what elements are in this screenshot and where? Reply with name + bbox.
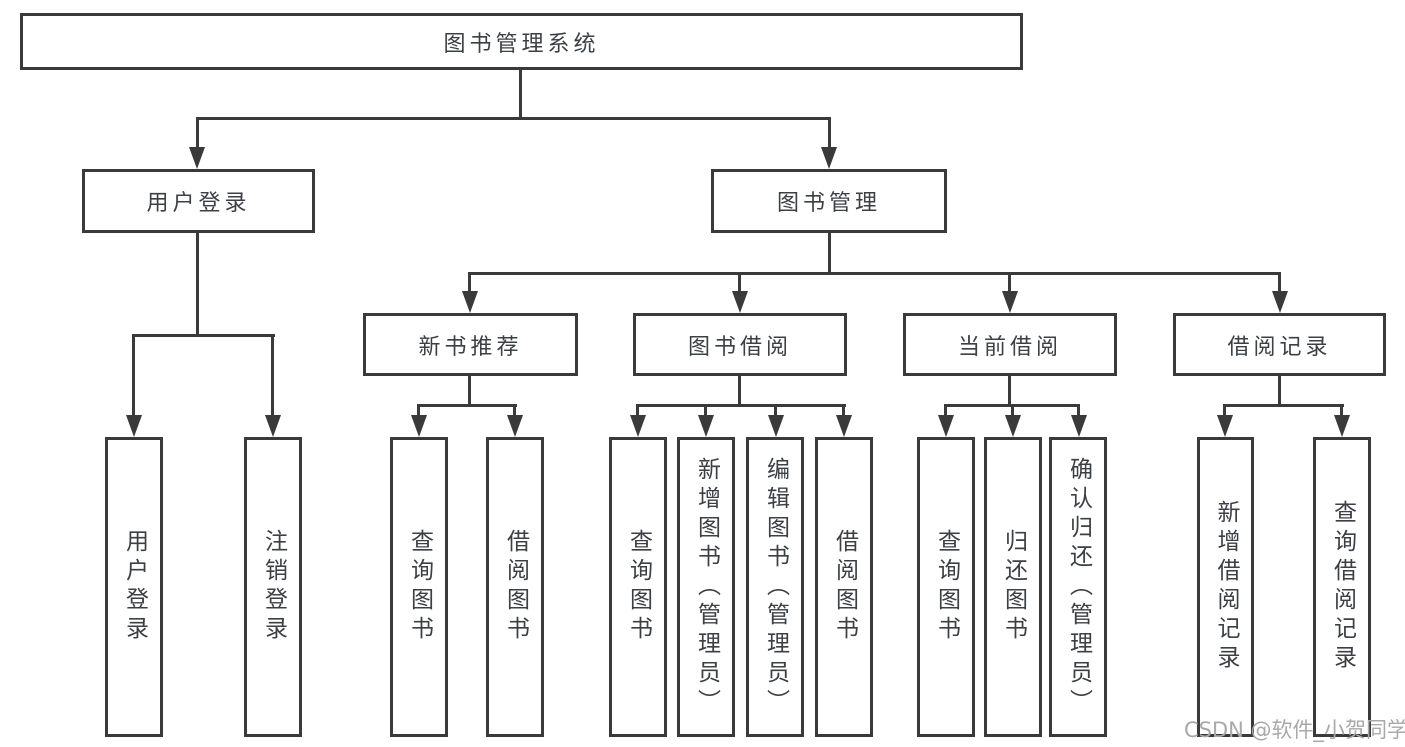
csdn-watermark: CSDN @软件_小贺同学 xyxy=(1184,718,1405,742)
leaf-search-borrow-record-label: 查询借阅记录 xyxy=(1329,500,1356,674)
connector-root-crossbar xyxy=(196,117,831,120)
connector-user-login-crossbar xyxy=(132,334,275,337)
connector-book-management-crossbar xyxy=(468,272,1281,275)
connector-borrow-records-drop xyxy=(1278,272,1281,293)
connector-user-login-drop xyxy=(196,117,199,148)
connector-leaf-login-drop xyxy=(132,334,135,416)
leaf-borrow-books-borrowing: 借阅图书 xyxy=(815,437,873,737)
node-library-management-system: 图书管理系统 xyxy=(20,13,1023,70)
connector-borrow-records-crossbar xyxy=(1223,404,1344,407)
connector-book-management-stem xyxy=(828,233,831,275)
connector-new-book-drop xyxy=(468,272,471,293)
leaf-search-borrow-record: 查询借阅记录 xyxy=(1313,437,1371,737)
node-book-borrowing: 图书借阅 xyxy=(633,313,847,376)
leaf-add-borrow-record-label: 新增借阅记录 xyxy=(1213,500,1239,674)
leaf-confirm-return-label: 确认归还（管理员） xyxy=(1065,456,1092,718)
connector-new-book-crossbar xyxy=(417,404,517,407)
connector-borrow-records-stem xyxy=(1278,376,1281,407)
leaf-search-books-label: 查询图书 xyxy=(406,529,433,645)
arrowhead-icon xyxy=(1005,415,1021,437)
connector-user-login-stem xyxy=(196,233,199,337)
connector-leaf-drop xyxy=(842,404,845,416)
node-current-borrowing: 当前借阅 xyxy=(903,313,1117,376)
leaf-add-borrow-record: 新增借阅记录 xyxy=(1197,437,1254,737)
arrowhead-leaf-logout-icon xyxy=(265,415,281,437)
connector-leaf-logout-drop xyxy=(271,334,274,416)
connector-leaf-drop xyxy=(774,404,777,416)
leaf-edit-books-label: 编辑图书（管理员） xyxy=(762,456,789,718)
arrowhead-leaf-login-icon xyxy=(126,415,142,437)
leaf-user-login-label: 用户登录 xyxy=(121,529,148,645)
connector-leaf-drop xyxy=(513,404,516,416)
connector-book-borrow-crossbar xyxy=(636,404,846,407)
arrowhead-icon xyxy=(768,415,784,437)
leaf-search-books-label: 查询图书 xyxy=(625,529,652,645)
leaf-search-books-label: 查询图书 xyxy=(933,529,960,645)
leaf-search-books-borrowing: 查询图书 xyxy=(609,437,667,737)
arrowhead-icon xyxy=(938,415,954,437)
connector-leaf-drop xyxy=(1223,404,1226,416)
connector-leaf-drop xyxy=(1011,404,1014,416)
arrowhead-icon xyxy=(411,415,427,437)
connector-current-borrow-stem xyxy=(1008,376,1011,407)
node-user-login: 用户登录 xyxy=(82,169,315,233)
connector-leaf-drop xyxy=(944,404,947,416)
arrowhead-icon xyxy=(836,415,852,437)
leaf-add-books-admin: 新增图书（管理员） xyxy=(677,437,735,737)
arrowhead-book-management-icon xyxy=(821,147,837,169)
connector-leaf-drop xyxy=(417,404,420,416)
node-new-book-recommendation: 新书推荐 xyxy=(363,313,578,376)
leaf-borrow-books-recommend: 借阅图书 xyxy=(486,437,544,737)
connector-book-borrow-stem xyxy=(738,376,741,407)
arrowhead-borrow-records-icon xyxy=(1272,291,1288,313)
leaf-search-books-recommend: 查询图书 xyxy=(390,437,448,737)
leaf-return-books-label: 归还图书 xyxy=(1000,529,1027,645)
connector-leaf-drop xyxy=(636,404,639,416)
arrowhead-current-borrow-icon xyxy=(1002,291,1018,313)
arrowhead-user-login-icon xyxy=(189,147,205,169)
leaf-borrow-books-label: 借阅图书 xyxy=(502,529,529,645)
leaf-logout-label: 注销登录 xyxy=(260,529,287,645)
leaf-borrow-books-label: 借阅图书 xyxy=(831,529,858,645)
node-book-management: 图书管理 xyxy=(711,169,947,233)
connector-leaf-drop xyxy=(704,404,707,416)
arrowhead-icon xyxy=(1334,415,1350,437)
leaf-search-books-current: 查询图书 xyxy=(917,437,975,737)
leaf-logout: 注销登录 xyxy=(244,437,302,737)
leaf-edit-books-admin: 编辑图书（管理员） xyxy=(746,437,804,737)
arrowhead-icon xyxy=(698,415,714,437)
leaf-user-login: 用户登录 xyxy=(105,437,163,737)
arrowhead-book-borrow-icon xyxy=(732,291,748,313)
arrowhead-icon xyxy=(1217,415,1233,437)
leaf-return-books: 归还图书 xyxy=(984,437,1042,737)
connector-book-borrow-drop xyxy=(738,272,741,293)
arrowhead-icon xyxy=(630,415,646,437)
leaf-add-books-label: 新增图书（管理员） xyxy=(693,456,720,718)
connector-book-management-drop xyxy=(828,117,831,148)
arrowhead-new-book-icon xyxy=(462,291,478,313)
connector-leaf-drop xyxy=(1340,404,1343,416)
node-borrowing-records: 借阅记录 xyxy=(1173,313,1386,376)
connector-new-book-stem xyxy=(468,376,471,407)
connector-root-stem xyxy=(519,70,522,119)
connector-current-borrow-drop xyxy=(1008,272,1011,293)
arrowhead-icon xyxy=(507,415,523,437)
arrowhead-icon xyxy=(1071,415,1087,437)
leaf-confirm-return-admin: 确认归还（管理员） xyxy=(1049,437,1107,737)
connector-leaf-drop xyxy=(1077,404,1080,416)
